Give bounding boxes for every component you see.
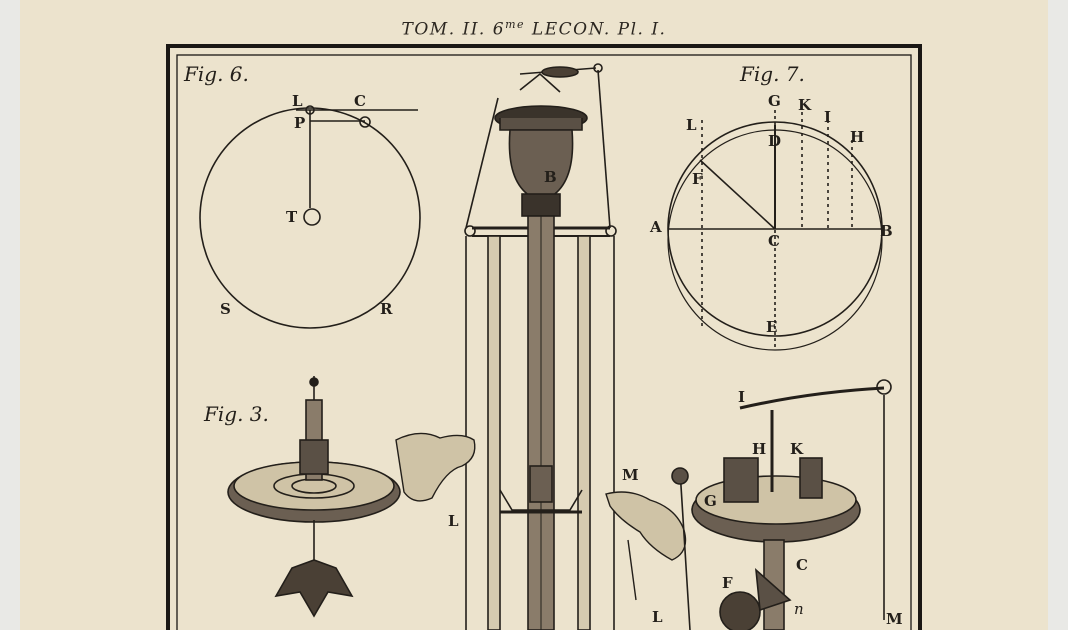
right-label-m: M [886, 610, 903, 628]
outer-frame [166, 44, 922, 630]
left-hand [395, 432, 476, 502]
fig6-label-l: L [292, 92, 303, 110]
inner-frame [176, 54, 912, 630]
fig6-label-p: P [294, 114, 306, 132]
fig6-label-s: S [220, 300, 231, 318]
right-label-c: C [796, 556, 808, 574]
fig3-title: Fig. 3. [204, 402, 269, 426]
fig6-diagram [199, 105, 421, 329]
fig3-diagram [227, 376, 401, 618]
apparatus-label-m: M [622, 466, 639, 484]
fig7-label-k: K [798, 96, 812, 114]
fig7-label-a: A [650, 218, 662, 236]
fig7-label-d: D [768, 132, 782, 150]
right-label-i: I [738, 388, 746, 406]
fig7-label-l: L [686, 116, 697, 134]
right-label-k: K [790, 440, 804, 458]
fig7-label-i: I [824, 108, 832, 126]
fig7-label-f: F [692, 170, 703, 188]
right-label-l: L [652, 608, 663, 626]
fig6-label-c: C [354, 92, 366, 110]
apparatus-label-l: L [448, 512, 459, 530]
fig7-label-c: C [768, 232, 780, 250]
right-apparatus [671, 379, 892, 630]
fig7-label-b: B [880, 222, 893, 240]
fig7-diagram [667, 110, 884, 351]
right-label-h: H [752, 440, 767, 458]
fig7-label-h: H [850, 128, 865, 146]
fig6-label-t: T [286, 208, 298, 226]
fig7-label-e: E [766, 318, 778, 336]
fig6-label-r: R [380, 300, 393, 318]
right-label-n: n [794, 600, 804, 618]
fig7-label-g: G [768, 92, 781, 110]
right-label-f: F [722, 574, 733, 592]
header-suffix: LECON. Pl. I. [525, 19, 667, 40]
apparatus-label-b: B [544, 168, 557, 186]
fig7-title: Fig. 7. [740, 62, 805, 86]
plate-header: TOM. II. 6me LECON. Pl. I. [0, 18, 1068, 40]
header-superscript: me [505, 18, 526, 31]
central-apparatus [464, 63, 617, 630]
header-prefix: TOM. II. 6 [401, 19, 506, 40]
fig6-title: Fig. 6. [184, 62, 249, 86]
right-label-g: G [704, 492, 717, 510]
right-hand [605, 491, 687, 601]
